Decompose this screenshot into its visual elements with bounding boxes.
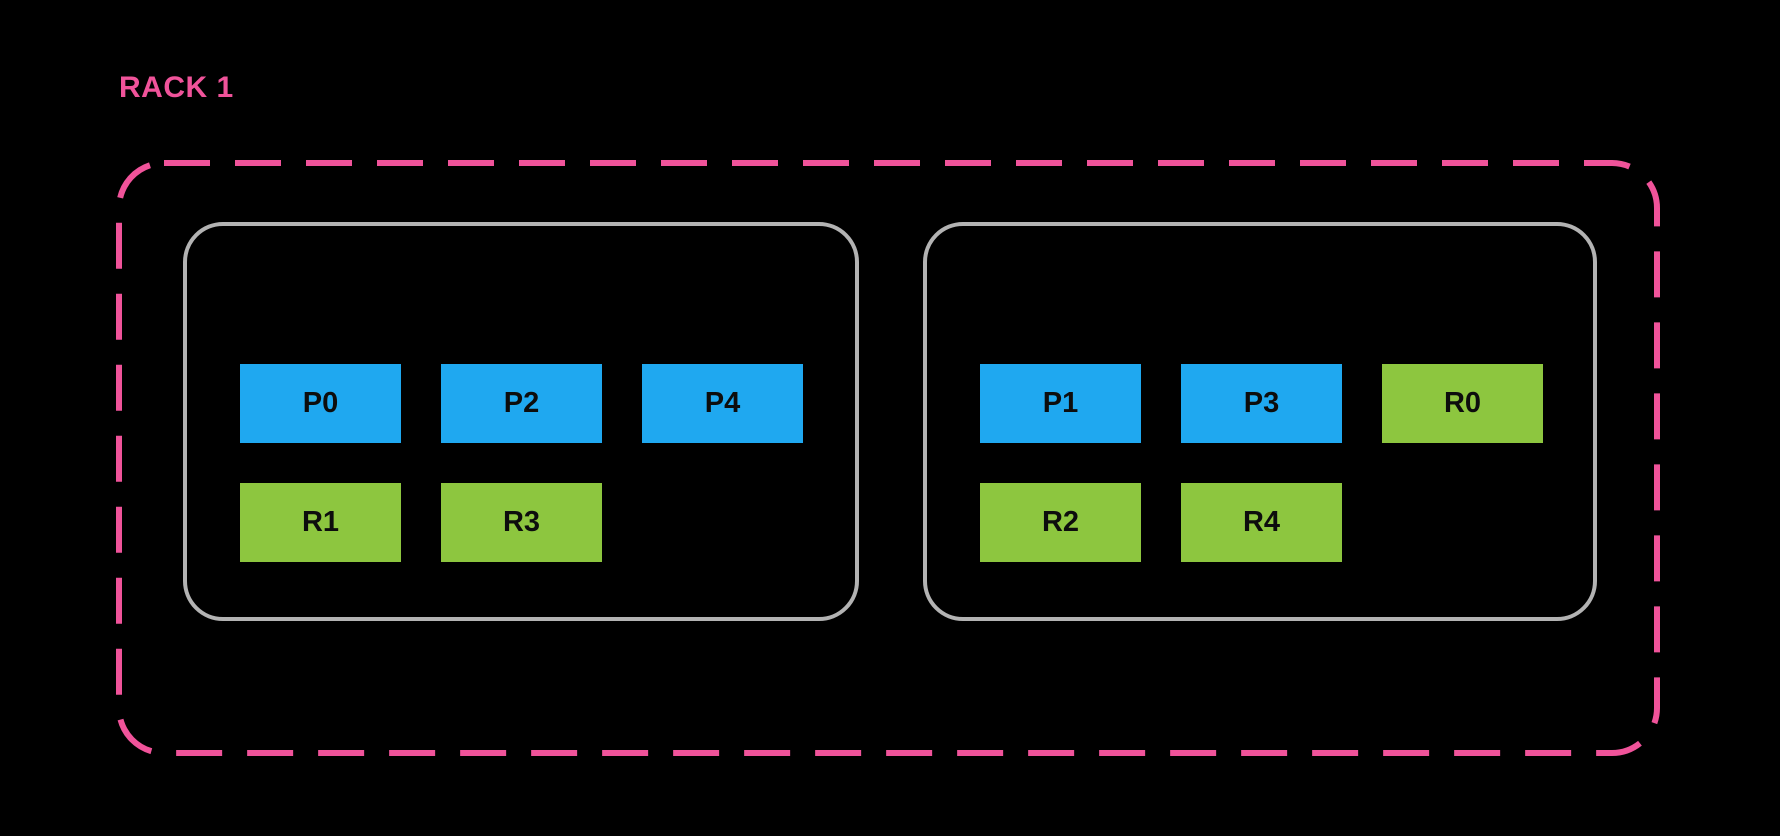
slot-p0: P0	[240, 364, 401, 443]
node-box-1: P0 P2 P4 R1 R3	[183, 222, 859, 621]
rack-dashed-border	[116, 160, 1660, 756]
slot-r4: R4	[1181, 483, 1342, 562]
slot-p3: P3	[1181, 364, 1342, 443]
node-1-replica-row: R1 R3	[240, 483, 855, 562]
rack-title: RACK 1	[119, 71, 234, 104]
slot-p4: P4	[642, 364, 803, 443]
slot-p2: P2	[441, 364, 602, 443]
node-1-primary-row: P0 P2 P4	[240, 364, 855, 443]
slot-r3: R3	[441, 483, 602, 562]
slot-r0: R0	[1382, 364, 1543, 443]
node-2-replica-row: R2 R4	[980, 483, 1593, 562]
slot-r1: R1	[240, 483, 401, 562]
slot-r2: R2	[980, 483, 1141, 562]
node-box-2: P1 P3 R0 R2 R4	[923, 222, 1597, 621]
node-2-top-row: P1 P3 R0	[980, 364, 1593, 443]
slot-p1: P1	[980, 364, 1141, 443]
